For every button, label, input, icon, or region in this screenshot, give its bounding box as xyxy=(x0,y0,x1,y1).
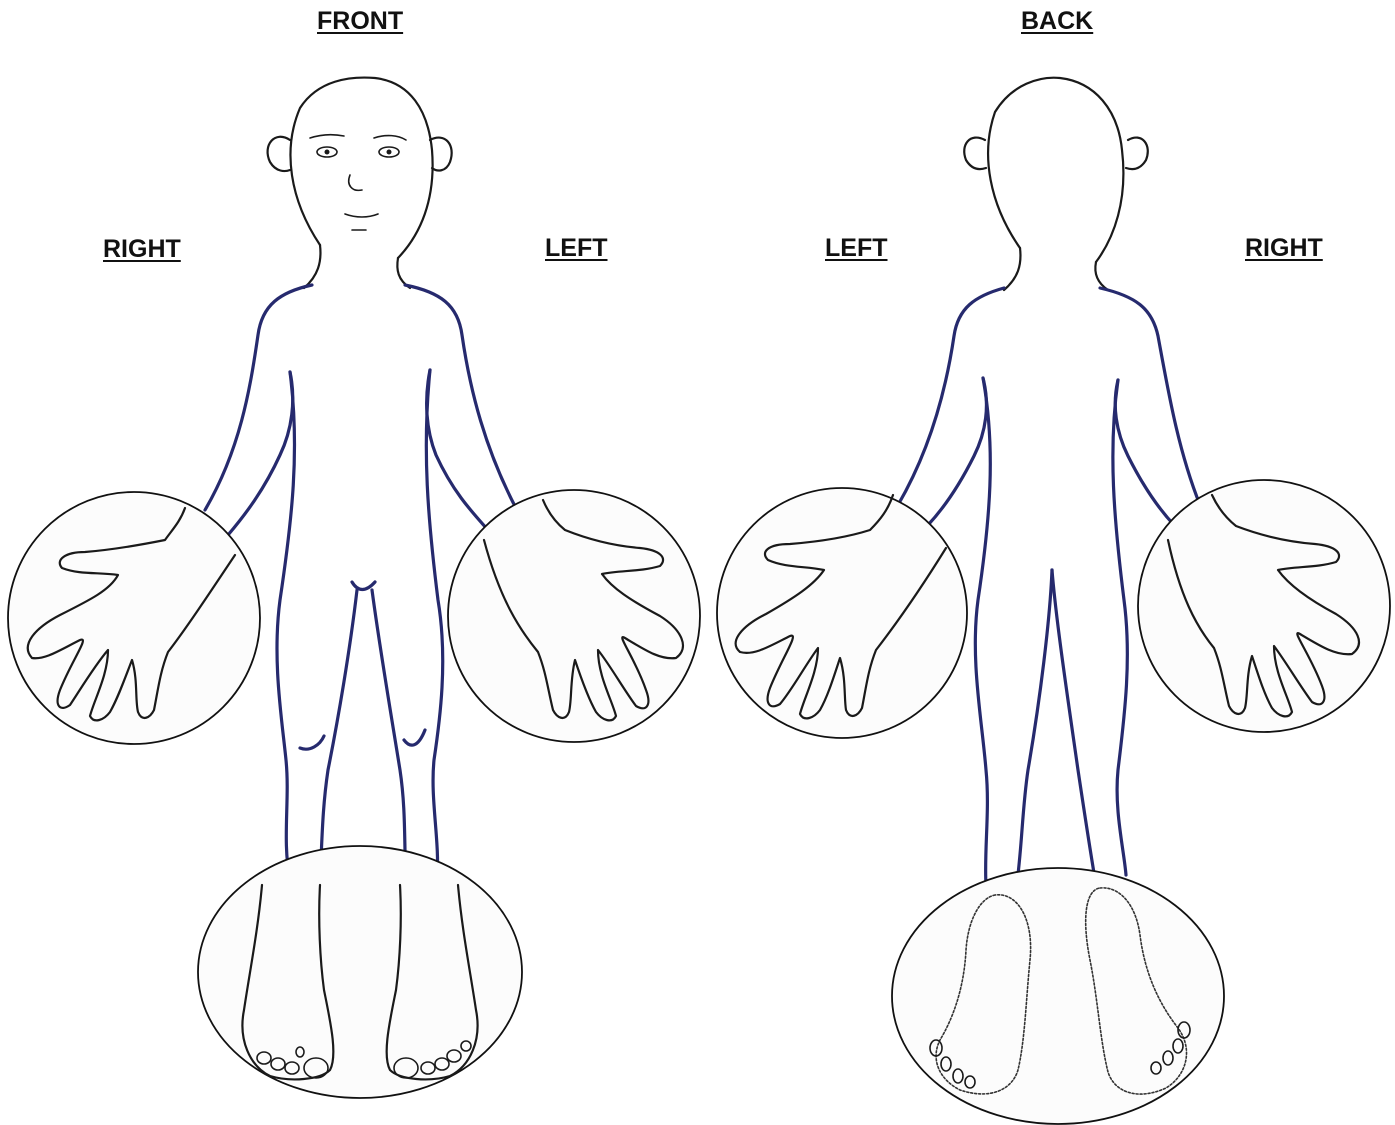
back-right-leg-inner xyxy=(1052,570,1096,885)
back-left-leg-outer xyxy=(975,378,990,885)
front-face xyxy=(310,135,406,230)
front-right-hand-circle xyxy=(8,492,260,744)
back-feet-inset xyxy=(892,868,1224,1124)
front-heading: FRONT xyxy=(317,9,403,34)
front-right-hand-inset xyxy=(8,492,260,744)
front-left-arm-inner xyxy=(427,370,488,530)
front-right-ear xyxy=(268,137,290,171)
back-right-label: RIGHT xyxy=(1245,236,1323,261)
front-left-label: LEFT xyxy=(545,236,608,261)
back-left-hand-circle xyxy=(717,488,967,738)
back-neck-right-side xyxy=(1095,262,1108,290)
front-left-hand-inset xyxy=(448,490,700,742)
front-neck-left-side xyxy=(304,245,320,288)
back-head xyxy=(988,78,1123,262)
front-head xyxy=(290,78,432,258)
front-figure xyxy=(8,78,700,1098)
front-left-arm-outer xyxy=(405,285,518,512)
front-right-leg-outer xyxy=(277,372,295,880)
back-left-label: LEFT xyxy=(825,236,888,261)
back-heading: BACK xyxy=(1021,9,1093,34)
front-left-knee xyxy=(404,730,425,745)
back-right-hand-circle xyxy=(1138,480,1390,732)
back-right-leg-outer xyxy=(1113,380,1128,875)
back-left-hand-inset xyxy=(717,488,967,738)
front-left-hand-circle xyxy=(448,490,700,742)
front-crotch xyxy=(352,582,375,590)
front-right-leg-inner xyxy=(320,590,357,880)
front-feet-circle xyxy=(198,846,522,1098)
back-left-arm-outer xyxy=(898,288,1004,505)
back-right-ear xyxy=(1126,138,1148,169)
back-neck-left-side xyxy=(1004,248,1020,290)
front-right-label: RIGHT xyxy=(103,237,181,262)
front-right-arm-outer xyxy=(205,285,312,510)
front-neck-right-side xyxy=(397,258,410,288)
back-left-leg-inner xyxy=(1016,570,1052,890)
back-left-arm-inner xyxy=(928,378,986,525)
front-left-leg-inner xyxy=(372,590,406,880)
back-left-ear xyxy=(964,138,986,169)
back-right-arm-inner xyxy=(1115,380,1174,525)
back-right-hand-inset xyxy=(1138,480,1390,732)
front-right-knee xyxy=(300,736,324,749)
front-right-arm-inner xyxy=(228,372,293,535)
back-feet-circle xyxy=(892,868,1224,1124)
front-feet-inset xyxy=(198,846,522,1098)
